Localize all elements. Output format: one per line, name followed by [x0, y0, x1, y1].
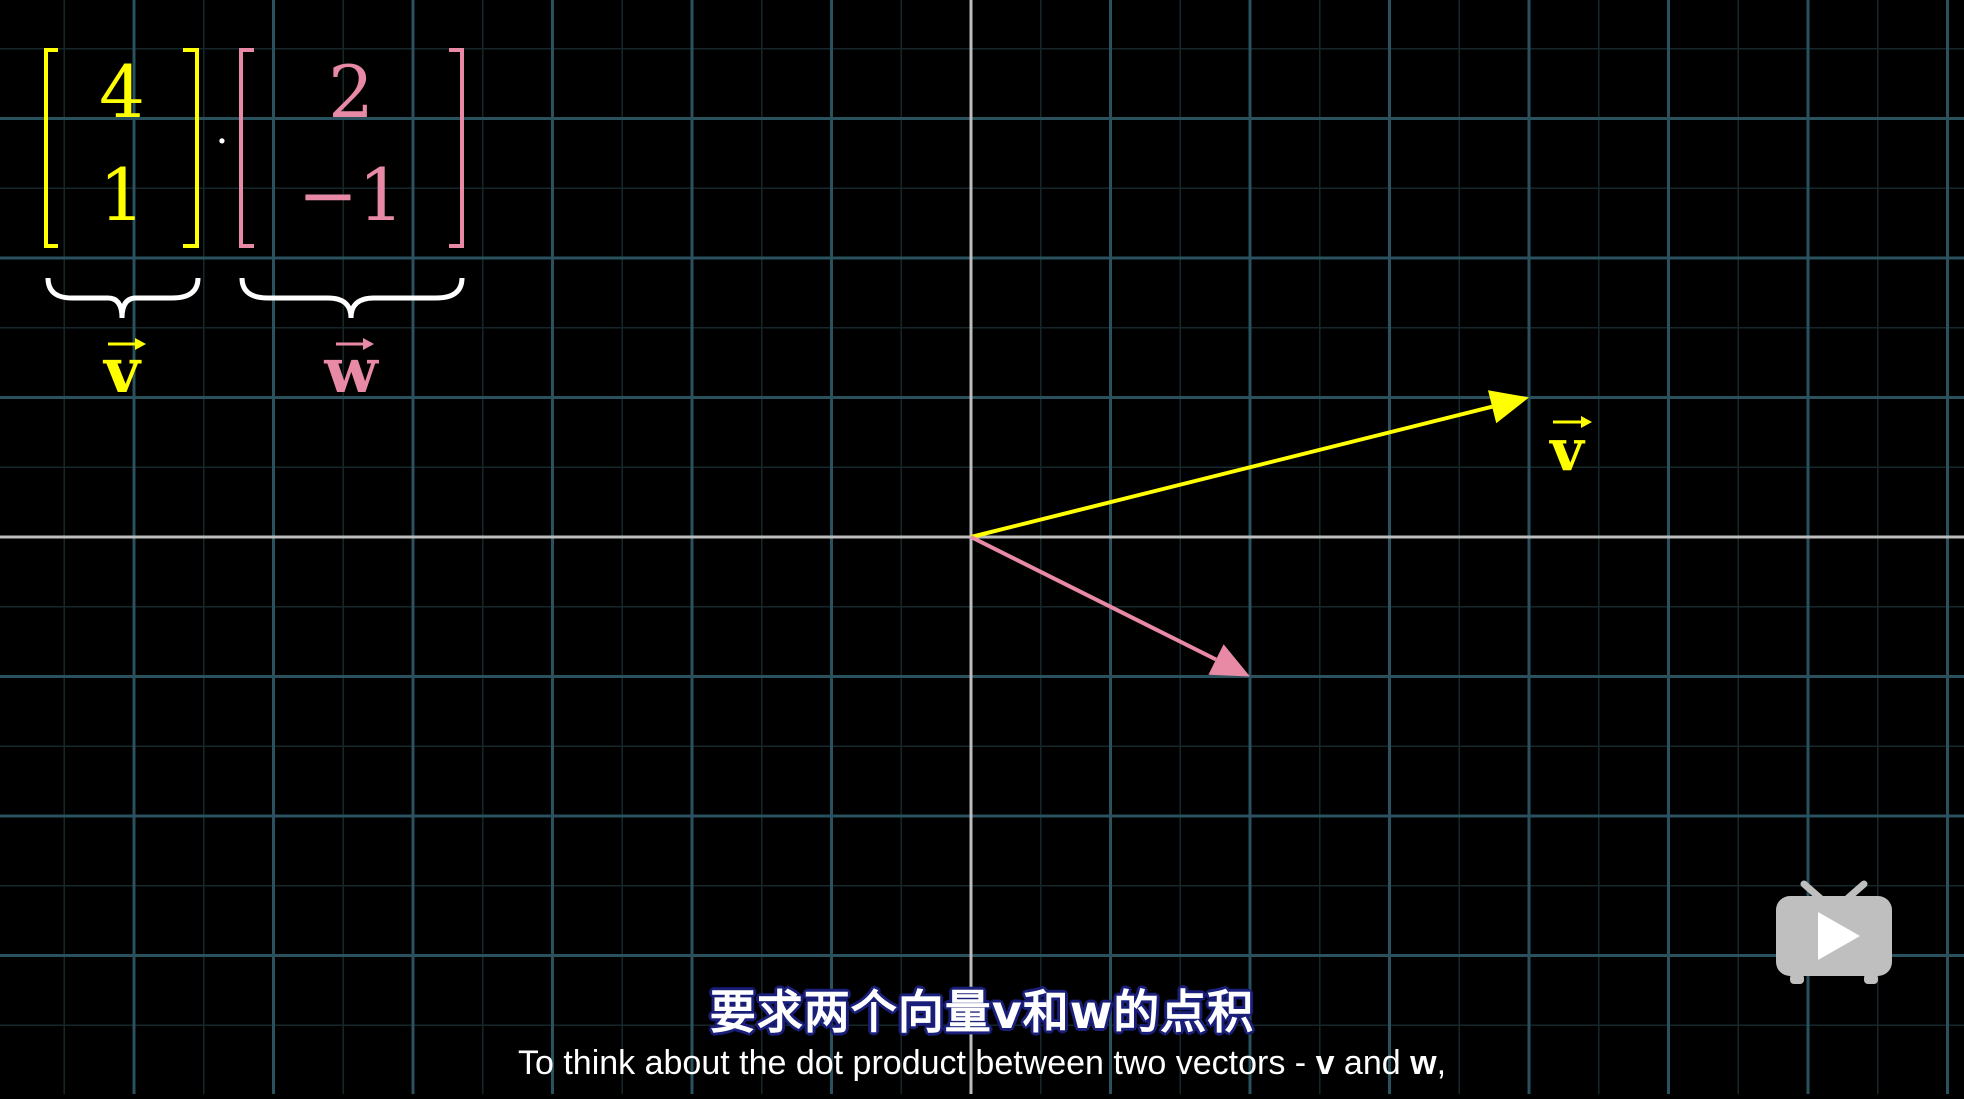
right-vector-entry-1: 2: [328, 50, 374, 134]
left-vector-entry-1: 4: [99, 50, 145, 134]
subtitle-english-prefix: To think about the dot product between t…: [517, 1044, 1316, 1082]
play-tv-icon[interactable]: [1774, 880, 1894, 986]
vectors: [970, 390, 1529, 677]
right-label-arrow-icon: [336, 338, 374, 350]
subtitle-english-suffix: ,: [1436, 1044, 1447, 1082]
vector-w-shaft: [970, 535, 1217, 662]
subtitle-english-w: w: [1410, 1044, 1437, 1082]
right-underbrace: [239, 277, 465, 319]
vector-v: [970, 390, 1529, 539]
subtitle-chinese: 要求两个向量v和w的点积: [709, 985, 1255, 1039]
right-vector-brackets: [239, 48, 464, 248]
left-label-arrow-icon: [108, 338, 146, 350]
vector-arrow-accent-icon: [1553, 416, 1592, 428]
left-vector-entry-2: 1: [99, 153, 145, 237]
vector-v-label: v: [1548, 416, 1592, 484]
dot-operator: ·: [216, 119, 229, 165]
vector-v-arrowhead-icon: [1488, 390, 1529, 424]
left-underbrace: [45, 277, 201, 319]
subtitle-english: To think about the dot product between t…: [0, 1044, 1964, 1083]
right-vector-entry-2: −1: [298, 153, 404, 237]
subtitle-english-v: v: [1315, 1044, 1335, 1082]
dot-product-formula: 4 1 · 2 −1 v w: [44, 48, 465, 407]
subtitle-english-and: and: [1334, 1044, 1411, 1082]
vector-w: [970, 535, 1250, 677]
vector-w-arrowhead-icon: [1208, 644, 1250, 677]
vector-v-shaft: [970, 404, 1493, 539]
left-vector-brackets: [44, 48, 199, 248]
vector-v-label-letter: v: [1548, 416, 1586, 484]
